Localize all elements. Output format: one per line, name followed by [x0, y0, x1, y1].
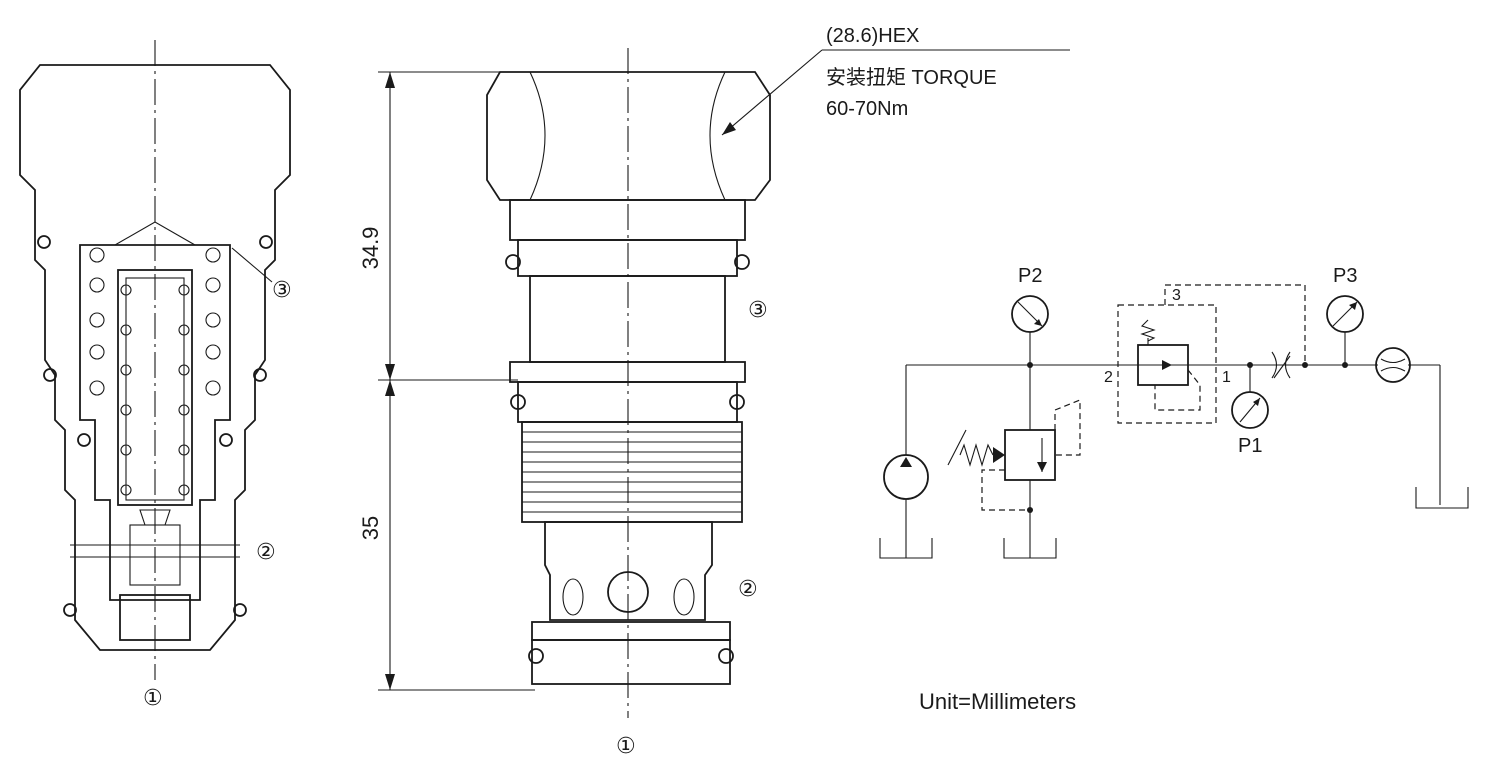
- gauge-p3-label: P3: [1333, 265, 1357, 287]
- exterior-view: ③ ② ① 34.9 35: [358, 48, 1070, 759]
- port-1-mark: 1: [1222, 369, 1231, 386]
- port-3-label-ext: ③: [748, 298, 768, 323]
- port-3-mark: 3: [1172, 287, 1181, 304]
- dimension-lower: 35: [358, 516, 383, 540]
- dimension-upper: 34.9: [358, 227, 383, 270]
- gauge-p2-label: P2: [1018, 265, 1042, 287]
- port-1-label-ext: ①: [616, 734, 636, 759]
- port-2-mark: 2: [1104, 369, 1113, 386]
- port-2-label: ②: [256, 540, 276, 565]
- hex-size-label: (28.6)HEX: [826, 25, 919, 47]
- port-1-label: ①: [143, 686, 163, 711]
- torque-value: 60-70Nm: [826, 98, 908, 120]
- section-view: ③ ② ①: [19, 40, 292, 711]
- gauge-p1-label: P1: [1238, 435, 1262, 457]
- port-3-label: ③: [272, 278, 292, 303]
- hydraulic-schematic: P2 2 1 3 P1: [879, 265, 1469, 559]
- unit-note: Unit=Millimeters: [919, 689, 1076, 714]
- torque-label: 安装扭矩 TORQUE: [826, 66, 997, 89]
- port-2-label-ext: ②: [738, 577, 758, 602]
- dimension-lines: [378, 71, 535, 691]
